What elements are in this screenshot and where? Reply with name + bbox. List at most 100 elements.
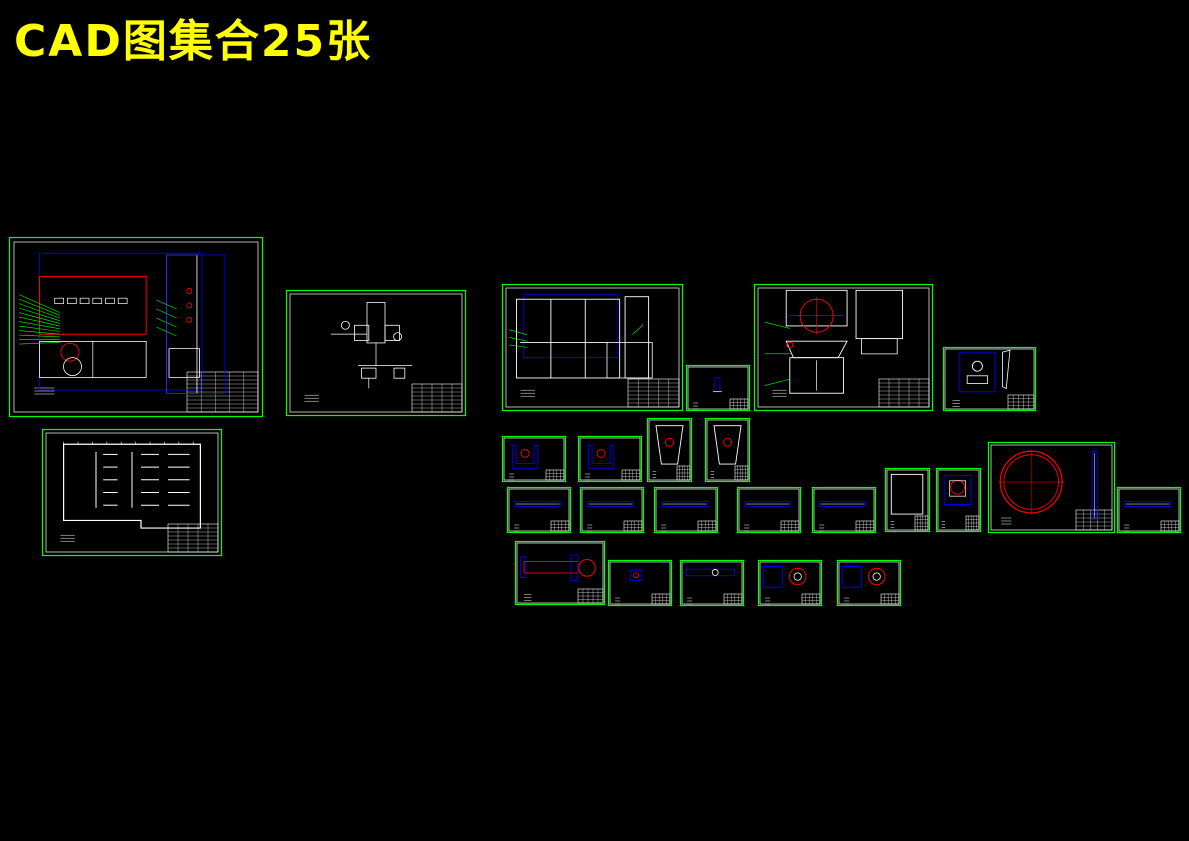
sheet-border <box>8 236 264 418</box>
sheet-floor-layout[interactable] <box>41 428 223 557</box>
title-block <box>623 520 643 532</box>
drawing-border <box>1118 488 1180 532</box>
drawing-border <box>508 488 570 532</box>
title-block <box>651 593 671 605</box>
drawing-border <box>681 561 743 605</box>
title-block <box>1007 394 1035 410</box>
sheet-trapezoid-2[interactable] <box>704 417 751 483</box>
title-block <box>621 469 641 481</box>
sheet-bar-6[interactable] <box>1116 486 1182 534</box>
sheet-border <box>1116 486 1182 534</box>
title-block <box>880 593 900 605</box>
sheet-bar-5[interactable] <box>811 486 877 534</box>
drawing-border <box>581 488 643 532</box>
title-block <box>1075 509 1113 531</box>
sheet-border <box>607 559 673 607</box>
drawing-border <box>45 432 219 553</box>
drawing-border <box>813 488 875 532</box>
sheet-channel-2[interactable] <box>577 435 643 483</box>
title-block <box>577 588 604 604</box>
title-block <box>676 465 691 481</box>
sheet-rod[interactable] <box>679 559 745 607</box>
sheet-border <box>757 559 823 607</box>
title-block <box>1160 520 1180 532</box>
sheet-ring[interactable] <box>987 441 1116 534</box>
sheet-channel-1[interactable] <box>501 435 567 483</box>
sheet-trapezoid-1[interactable] <box>646 417 693 483</box>
title-block <box>729 398 749 410</box>
title-block <box>965 515 980 531</box>
sheet-block[interactable] <box>607 559 673 607</box>
sheet-border <box>646 417 693 483</box>
drawing-border <box>505 287 680 408</box>
sheet-border <box>579 486 645 534</box>
sheet-hopper[interactable] <box>753 283 934 412</box>
drawing-border <box>609 561 671 605</box>
drawing-border <box>289 293 463 413</box>
sheet-border <box>987 441 1116 534</box>
sheet-bar-3[interactable] <box>653 486 719 534</box>
drawing-border <box>579 437 641 481</box>
title-block <box>723 593 743 605</box>
sheet-border <box>679 559 745 607</box>
title-block <box>186 371 259 413</box>
sheet-bar-4[interactable] <box>736 486 802 534</box>
title-block <box>550 520 570 532</box>
sheet-border <box>501 435 567 483</box>
drawing-border <box>648 419 691 481</box>
sheet-fixture[interactable] <box>935 467 982 533</box>
title-block <box>878 378 930 408</box>
title-block <box>627 378 680 408</box>
sheet-border <box>704 417 751 483</box>
sheet-border <box>884 467 931 533</box>
sheet-border <box>653 486 719 534</box>
sheet-square-plate[interactable] <box>884 467 931 533</box>
title-block <box>545 469 565 481</box>
title-block <box>734 465 749 481</box>
drawing-border <box>937 469 980 531</box>
sheet-border <box>811 486 877 534</box>
sheet-border <box>41 428 223 557</box>
sheet-assembly-front[interactable] <box>8 236 264 418</box>
sheet-bar-1[interactable] <box>506 486 572 534</box>
drawing-border <box>13 241 259 413</box>
sheet-border <box>935 467 982 533</box>
sheet-small-part-1[interactable] <box>685 364 751 412</box>
sheet-border <box>685 364 751 412</box>
drawing-border <box>990 444 1113 531</box>
drawing-border <box>738 488 800 532</box>
title-block <box>411 383 463 413</box>
title-block <box>697 520 717 532</box>
sheet-plate-bracket[interactable] <box>942 346 1037 412</box>
sheet-border <box>514 540 606 606</box>
title-block <box>801 593 821 605</box>
drawing-border <box>503 437 565 481</box>
sheet-bar-2[interactable] <box>579 486 645 534</box>
sheet-schematic[interactable] <box>285 289 467 417</box>
drawing-border <box>886 469 929 531</box>
sheet-border <box>501 283 684 412</box>
sheet-frame[interactable] <box>501 283 684 412</box>
sheet-border <box>506 486 572 534</box>
title-block <box>914 515 929 531</box>
sheet-flange-2[interactable] <box>836 559 902 607</box>
sheet-border <box>753 283 934 412</box>
drawing-border <box>655 488 717 532</box>
sheet-border <box>577 435 643 483</box>
drawing-sheets <box>8 236 1182 607</box>
drawing-border <box>944 348 1035 410</box>
sheet-shaft[interactable] <box>514 540 606 606</box>
sheet-flange-1[interactable] <box>757 559 823 607</box>
page-title: CAD图集合25张 <box>14 16 373 67</box>
drawing-border <box>516 542 604 604</box>
sheet-border <box>942 346 1037 412</box>
sheet-border <box>285 289 467 417</box>
drawing-border <box>838 561 900 605</box>
drawing-border <box>687 366 749 410</box>
drawing-border <box>757 287 930 408</box>
sheet-border <box>836 559 902 607</box>
title-block <box>780 520 800 532</box>
drawing-border <box>706 419 749 481</box>
sheet-border <box>736 486 802 534</box>
